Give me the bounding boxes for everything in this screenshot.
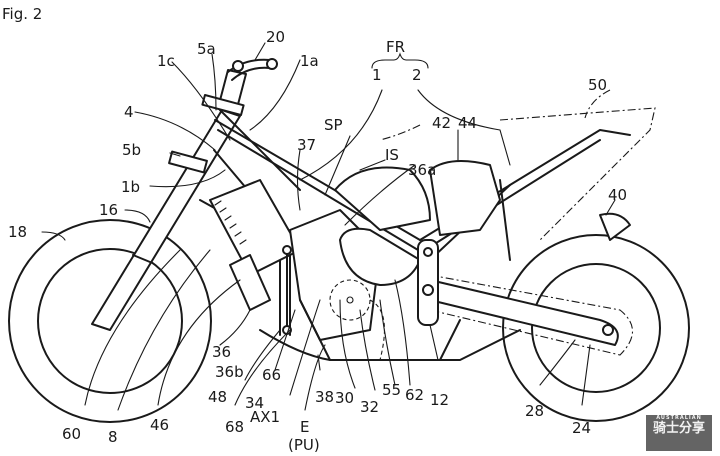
label-18: 18 [8, 223, 27, 241]
label-1b: 1b [121, 178, 140, 196]
label-44: 44 [458, 114, 477, 132]
label-38: 38 [315, 388, 334, 406]
part-40 [599, 212, 631, 241]
front-wheel [8, 219, 212, 423]
label-32: 32 [360, 398, 379, 416]
label-30: 30 [335, 389, 354, 407]
front-fork [91, 69, 247, 331]
exhaust-pipe [259, 329, 521, 361]
label-55: 55 [382, 381, 401, 399]
leader-lines [41, 42, 616, 411]
label-FR: FR [386, 38, 405, 56]
label-42: 42 [432, 114, 451, 132]
label-62: 62 [405, 386, 424, 404]
label-36a: 36a [408, 161, 436, 179]
label-IS: IS [385, 146, 399, 164]
label-20: 20 [266, 28, 285, 46]
label-40: 40 [608, 186, 627, 204]
label-28: 28 [525, 402, 544, 420]
seat [429, 160, 501, 236]
label-1: 1 [372, 66, 382, 84]
intake-system [334, 166, 431, 286]
label-1c: 1c [157, 52, 175, 70]
watermark-top-text: AUSTRALIAN [656, 415, 702, 421]
label-12: 12 [430, 391, 449, 409]
label-PU: (PU) [288, 436, 320, 454]
swingarm [429, 274, 634, 356]
label-60: 60 [62, 425, 81, 443]
label-E: E [300, 418, 309, 436]
label-34: 34 [245, 394, 264, 412]
rear-cowl-outline [499, 107, 656, 241]
rear-wheel [502, 234, 690, 422]
label-48: 48 [208, 388, 227, 406]
label-36b: 36b [215, 363, 244, 381]
label-1a: 1a [300, 52, 319, 70]
watermark-overlay-text: 骑士分享 [652, 421, 705, 436]
fr-brace [371, 52, 429, 69]
label-50: 50 [588, 76, 607, 94]
label-46: 46 [150, 416, 169, 434]
label-8: 8 [108, 428, 118, 446]
label-66: 66 [262, 366, 281, 384]
figure-title: Fig. 2 [2, 5, 42, 23]
label-24: 24 [572, 419, 591, 437]
label-4: 4 [124, 103, 134, 121]
pivot-plate [417, 239, 439, 326]
label-5b: 5b [122, 141, 141, 159]
label-AX1: AX1 [250, 408, 280, 426]
rear-shock [499, 179, 511, 261]
label-36: 36 [212, 343, 231, 361]
label-2: 2 [412, 66, 422, 84]
label-SP: SP [324, 116, 343, 134]
label-16: 16 [99, 201, 118, 219]
handlebar [227, 58, 278, 81]
label-5a: 5a [197, 40, 216, 58]
watermark: AUSTRALIAN 骑士分享 [646, 415, 712, 451]
label-37: 37 [297, 136, 316, 154]
label-68: 68 [225, 418, 244, 436]
